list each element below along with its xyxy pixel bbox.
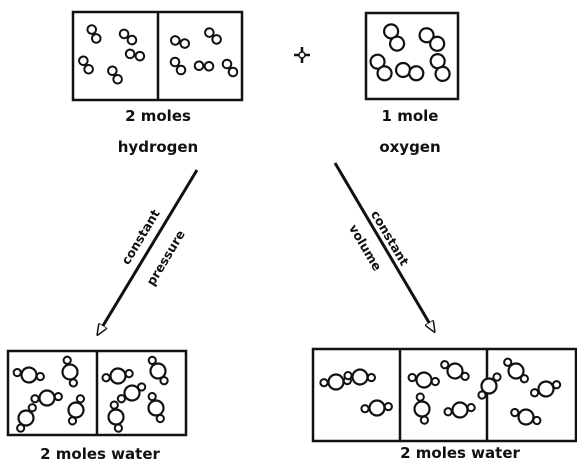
water-volume-label: 2 moles water — [380, 444, 540, 462]
hydrogen-container — [73, 12, 242, 100]
water-pressure-label: 2 moles water — [20, 445, 180, 463]
plus-sign — [294, 47, 310, 63]
constant-volume-arrow — [335, 163, 434, 331]
hydrogen-amount-label: 2 moles — [98, 107, 218, 125]
oxygen-amount-label: 1 mole — [360, 107, 460, 125]
oxygen-name-label: oxygen — [360, 138, 460, 156]
water-molecules-pressure — [12, 355, 174, 433]
hydrogen-name-label: hydrogen — [98, 138, 218, 156]
water-molecules-volume — [319, 357, 562, 431]
oxygen-molecules — [369, 23, 454, 88]
constant-pressure-arrow — [98, 170, 197, 334]
